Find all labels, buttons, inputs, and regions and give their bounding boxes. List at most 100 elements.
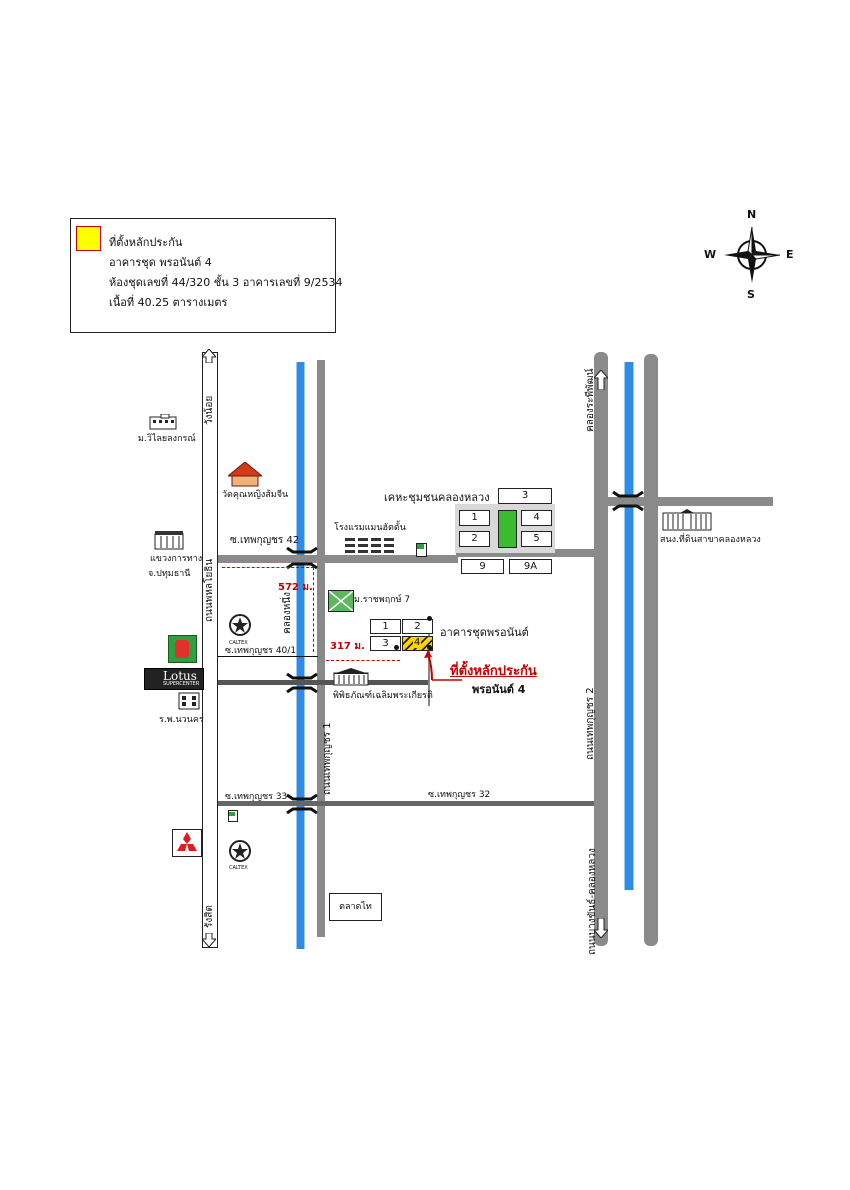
district-label: แขวงการทาง: [150, 554, 203, 564]
bridge-icon: [285, 791, 319, 817]
collateral-unit: 4: [402, 636, 433, 651]
block-5: 5: [521, 531, 552, 547]
soi-33-label: ซ.เทพกุญชร 33: [225, 792, 288, 802]
soi-40-1-label: ซ.เทพกุญชร 40/1: [225, 646, 297, 656]
distance-arrow-572: [222, 567, 314, 569]
mitsubishi-logo-icon: [172, 829, 202, 857]
arrow-down-icon: [592, 917, 610, 939]
collateral-subtitle: พรอนันต์ 4: [472, 683, 526, 696]
wang-noi-label: วังน้อย: [204, 395, 215, 425]
block-2: 2: [459, 531, 490, 547]
village-wilai-label: ม.วิไลยลงกรณ์: [138, 434, 196, 444]
caltex-label: CALTEX: [229, 865, 248, 871]
compass-s: S: [747, 288, 755, 301]
marker-dot: [427, 616, 432, 621]
government-building-icon: [154, 530, 184, 550]
rapiphat-river: [624, 362, 634, 890]
phahonyothin-road: [202, 352, 218, 948]
compass-rose: N S E W: [700, 205, 800, 305]
distance-317-label: 317 ม.: [330, 641, 365, 652]
rangsit-label: รังสิต: [204, 905, 215, 928]
museum-lane: [428, 624, 430, 706]
collateral-title: ที่ตั้งหลักประกัน: [450, 664, 537, 679]
khlong-chan-road-label: ถนนบางขันธ์-คลองหลวง: [587, 848, 598, 955]
caltex-icon: [226, 614, 254, 638]
legend-building: อาคารชุด พรอนันต์ 4: [109, 256, 212, 269]
condo-label: อาคารชุดพรอนันต์: [440, 626, 529, 639]
arrow-down-icon: [200, 932, 218, 948]
arrow-up-icon: [200, 348, 218, 364]
seven-eleven-icon: [416, 543, 427, 557]
land-office-label: สนง.ที่ดินสาขาคลองหลวง: [660, 535, 761, 545]
temple-icon: [226, 461, 264, 488]
soi-32-road: [218, 801, 595, 806]
hospital-label: ร.พ.นวนคร: [159, 715, 204, 725]
red-pointer-icon: [424, 648, 464, 684]
museum-icon: [333, 668, 369, 686]
marker-dot: [427, 645, 432, 650]
soi-42-road-east: [456, 549, 602, 557]
right-road: [644, 354, 658, 946]
lotus-logo: Lotus SUPERCENTER: [144, 668, 204, 690]
legend-area: เนื้อที่ 40.25 ตารางเมตร: [109, 296, 228, 309]
legend-unit: ห้องชุดเลขที่ 44/320 ชั้น 3 อาคารเลขที่ …: [109, 276, 343, 289]
distance-arrow-vertical: [313, 567, 315, 652]
distance-arrow-317: [326, 660, 400, 662]
wat-label: วัดคุณหญิงส้มจีน: [222, 490, 289, 500]
legend-title: ที่ตั้งหลักประกัน: [109, 236, 183, 249]
thepkunchon-1-label: ถนนเทพกุญชร 1: [322, 722, 333, 795]
condo-block-2: 2: [402, 619, 433, 634]
soi-40-1-line: [218, 656, 318, 658]
compass-e: E: [786, 248, 794, 261]
soi-42-road: [218, 555, 458, 563]
block-9a: 9A: [509, 559, 552, 574]
condo-block-1: 1: [370, 619, 401, 634]
marker-dot: [394, 645, 399, 650]
hotel-icon: [343, 536, 399, 554]
office-road: [608, 497, 773, 506]
arrow-up-icon: [592, 369, 610, 391]
green-park: [498, 510, 517, 548]
hospital-icon: [178, 692, 200, 710]
caltex-icon: [226, 840, 254, 864]
block-1: 1: [459, 510, 490, 526]
condo-block-3: 3: [370, 636, 401, 651]
block-4: 4: [521, 510, 552, 526]
compass-n: N: [747, 208, 757, 221]
village-icon: [328, 590, 354, 612]
province-label: จ.ปทุมธานี: [148, 569, 191, 579]
seven-eleven-icon: [228, 810, 238, 822]
land-office-icon: [662, 509, 712, 531]
khlong-nueng-river: [296, 362, 305, 949]
soi-42-label: ซ.เทพกุญชร 42: [230, 535, 300, 546]
village-rat-label: ม.ราชพฤกษ์ 7: [354, 595, 411, 605]
soi-32-label: ซ.เทพกุญชร 32: [428, 790, 491, 800]
thepkunchon-1-road: [317, 360, 325, 937]
compass-icon: [724, 226, 781, 283]
bridge-icon: [285, 670, 319, 696]
bridge-icon: [285, 544, 319, 572]
bridge-icon: [611, 488, 645, 514]
museum-label: พิพิธภัณฑ์เฉลิมพระเกียรติ: [333, 691, 433, 701]
legend-box: ที่ตั้งหลักประกัน อาคารชุด พรอนันต์ 4 ห้…: [70, 218, 342, 333]
phahonyothin-label: ถนนพหลโยธิน: [204, 558, 215, 622]
compass-w: W: [704, 248, 717, 261]
hotel-label: โรงแรมแมนฮัตตั้น: [334, 523, 406, 533]
legend-swatch: [76, 226, 101, 251]
lotus-logo-text: Lotus: [163, 669, 197, 683]
block-3: 3: [498, 488, 552, 504]
market-box: ตลาดไท: [329, 893, 382, 921]
thepkunchon-2-label: ถนนเทพกุญชร 2: [585, 687, 596, 760]
community-label: เคหะชุมชนคลองหลวง: [384, 491, 490, 504]
thepkunchon-2-road: [594, 352, 608, 946]
tesco-logo-icon: [168, 635, 197, 663]
caltex-label: CALTEX: [229, 640, 248, 646]
condo-block-4-label: 4: [413, 637, 422, 648]
khlong-nueng-label: คลองหนึ่ง: [282, 591, 293, 634]
building-icon: [149, 413, 177, 430]
distance-572-label: 572 ม.: [278, 582, 313, 593]
block-9: 9: [461, 559, 504, 574]
soi-40-1-road: [218, 680, 428, 685]
lotus-logo-subtext: SUPERCENTER: [163, 681, 200, 687]
